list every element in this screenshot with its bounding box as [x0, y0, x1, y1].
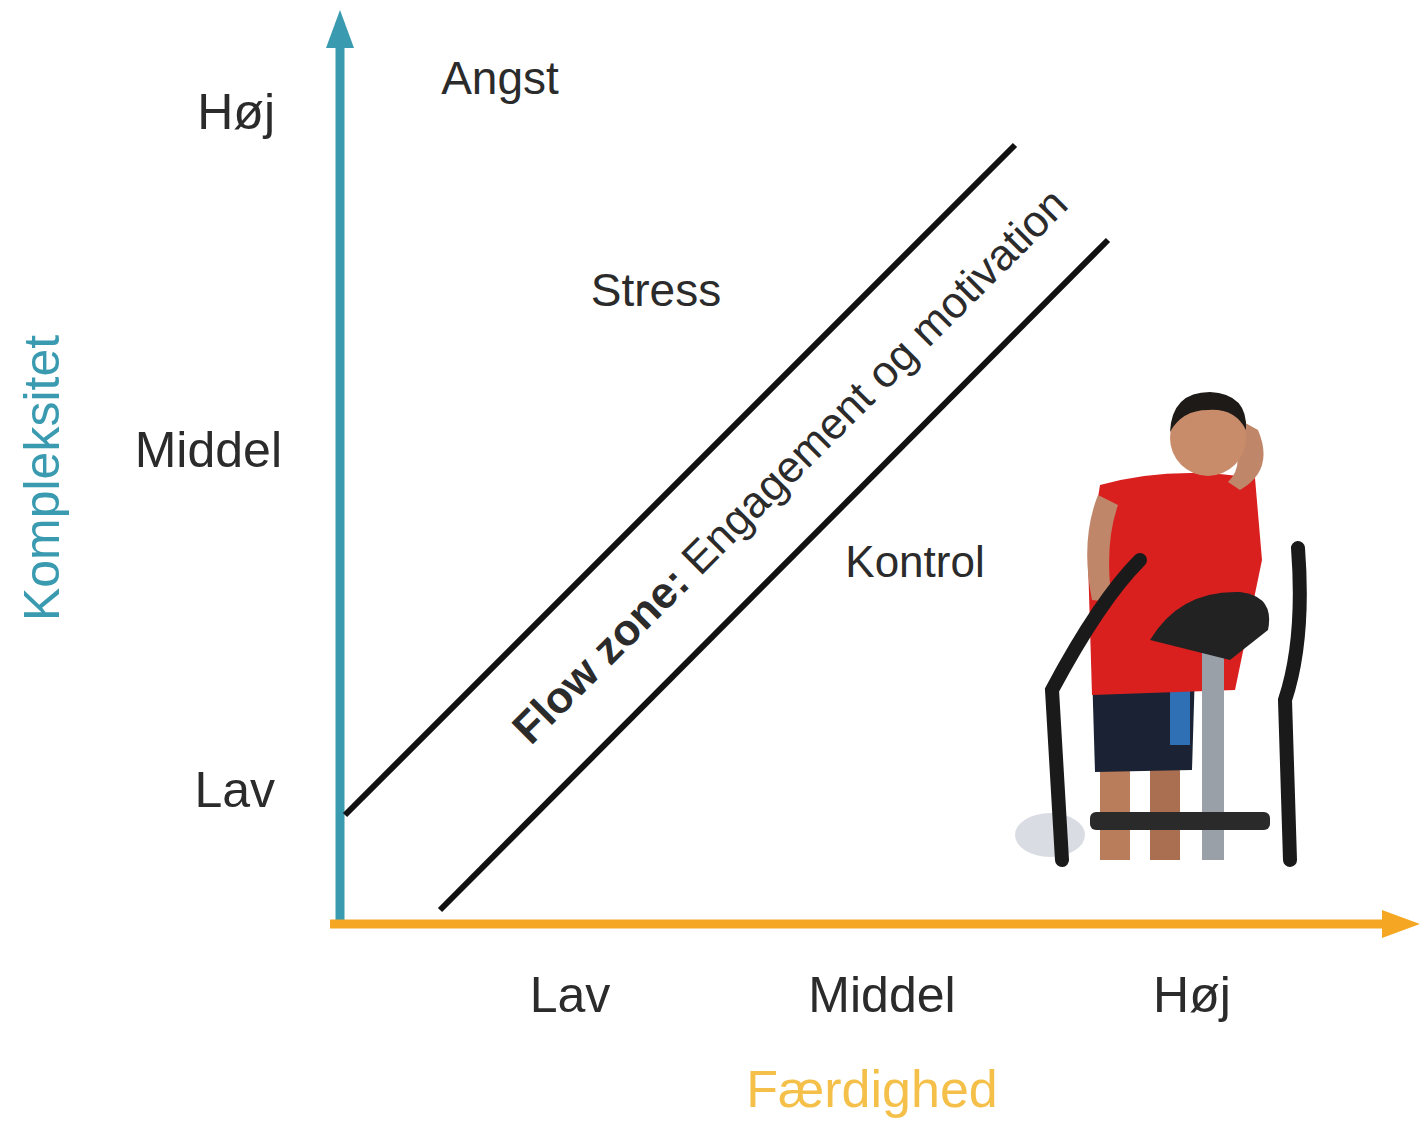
axis-tick: Lav: [530, 968, 611, 1023]
axis-title: Færdighed: [746, 1061, 997, 1118]
x-axis-arrow: [1382, 910, 1420, 938]
axis-tick: Høj: [1153, 968, 1231, 1023]
flow-zone-text: Flow zone:Engagement og motivation: [503, 179, 1077, 753]
axis-tick: Middel: [135, 423, 282, 478]
y-axis-arrow: [326, 10, 354, 48]
flow-zone-title: Flow zone:: [503, 558, 698, 753]
zone-label: Angst: [441, 53, 559, 104]
bottle: [1170, 690, 1190, 745]
flow-zone-text: Engagement og motivation: [672, 179, 1076, 583]
axis-tick: Høj: [197, 85, 275, 140]
axis-tick: Middel: [808, 968, 955, 1023]
axis-tick: Lav: [194, 763, 275, 818]
machine-foot: [1015, 813, 1085, 857]
axis-title: Kompleksitet: [15, 335, 70, 621]
machine-console: [1150, 592, 1269, 660]
flow-lower-line: [440, 240, 1108, 910]
hair: [1170, 392, 1246, 432]
zone-label: Kontrol: [845, 538, 984, 586]
y-axis: [336, 40, 345, 922]
machine-pedal: [1090, 812, 1270, 830]
leg: [1100, 760, 1130, 860]
zone-label: Stress: [591, 265, 721, 316]
flow-upper-line: [345, 145, 1015, 815]
leg: [1150, 760, 1180, 860]
exercise-photo: [1015, 392, 1300, 860]
machine-handle: [1285, 548, 1300, 860]
x-axis: [330, 920, 1390, 929]
